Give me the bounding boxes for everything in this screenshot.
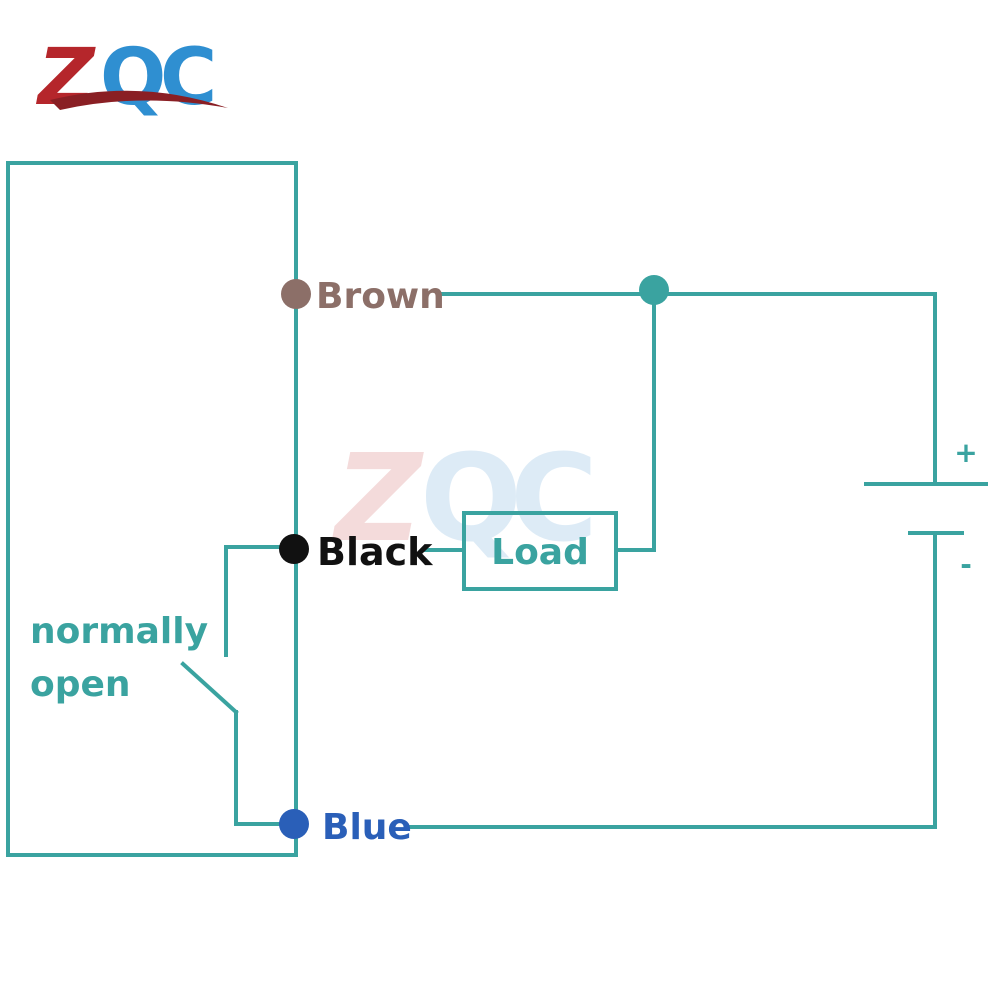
load-label: Load	[491, 532, 589, 573]
load-supply-wire	[614, 292, 656, 552]
sensor-body	[6, 161, 298, 857]
logo-letter-c: C	[160, 33, 217, 123]
battery-positive-label: +	[954, 436, 977, 469]
terminal-blue-label: Blue	[322, 807, 412, 848]
terminal-brown-dot	[281, 279, 311, 309]
terminal-black-dot	[279, 534, 309, 564]
switch-label-line2: open	[30, 664, 131, 705]
terminal-blue-dot	[279, 809, 309, 839]
terminal-black-label: Black	[317, 530, 433, 574]
brand-logo: Z Q C	[35, 33, 228, 123]
blue-wire	[408, 531, 937, 829]
watermark-letter-c: C	[510, 430, 598, 569]
junction-node	[639, 275, 669, 305]
switch-label-line1: normally	[30, 611, 208, 652]
watermark: Z Q C	[331, 430, 598, 569]
brown-wire	[438, 292, 937, 486]
logo-letter-q: Q	[100, 33, 166, 123]
logo-swoosh	[50, 90, 228, 110]
battery-negative-label: -	[960, 548, 972, 581]
switch-contact	[180, 661, 239, 715]
watermark-letter-q: Q	[420, 430, 522, 569]
wires	[6, 161, 988, 857]
switch-upper-lead	[224, 545, 298, 657]
watermark-letter-z: Z	[331, 430, 424, 569]
logo-letter-z: Z	[35, 33, 96, 123]
switch-lower-lead	[234, 710, 298, 826]
terminal-brown-label: Brown	[316, 276, 445, 317]
